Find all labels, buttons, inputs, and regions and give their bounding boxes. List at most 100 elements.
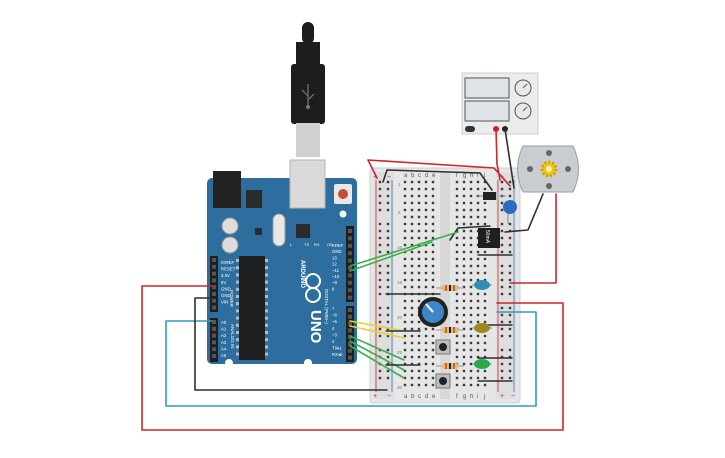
breadboard-hole[interactable] <box>483 341 487 345</box>
breadboard-hole[interactable] <box>476 376 480 380</box>
led-green[interactable] <box>472 359 492 369</box>
header-pin[interactable] <box>348 342 352 346</box>
breadboard-hole[interactable] <box>403 180 407 184</box>
breadboard-hole[interactable] <box>431 250 435 254</box>
wire-green-12[interactable] <box>349 241 433 272</box>
breadboard-hole[interactable] <box>483 257 487 261</box>
rail-hole[interactable] <box>508 222 512 226</box>
breadboard-hole[interactable] <box>469 194 473 198</box>
breadboard-hole[interactable] <box>469 187 473 191</box>
breadboard-hole[interactable] <box>455 271 459 275</box>
header-pin[interactable] <box>348 355 352 360</box>
rail-hole[interactable] <box>500 369 504 373</box>
rail-hole[interactable] <box>378 201 382 205</box>
breadboard-hole[interactable] <box>424 278 428 282</box>
breadboard-hole[interactable] <box>476 257 480 261</box>
breadboard-hole[interactable] <box>424 376 428 380</box>
breadboard-hole[interactable] <box>469 264 473 268</box>
breadboard-hole[interactable] <box>476 348 480 352</box>
dc-power-supply[interactable] <box>461 72 539 135</box>
breadboard-hole[interactable] <box>462 313 466 317</box>
breadboard-hole[interactable] <box>476 292 480 296</box>
rail-hole[interactable] <box>378 222 382 226</box>
breadboard-hole[interactable] <box>455 292 459 296</box>
header-pin[interactable] <box>348 229 352 233</box>
breadboard-hole[interactable] <box>403 376 407 380</box>
breadboard-hole[interactable] <box>417 341 421 345</box>
breadboard-hole[interactable] <box>431 278 435 282</box>
breadboard-hole[interactable] <box>455 383 459 387</box>
breadboard-hole[interactable] <box>476 320 480 324</box>
breadboard-hole[interactable] <box>455 376 459 380</box>
breadboard-hole[interactable] <box>403 236 407 240</box>
breadboard-hole[interactable] <box>403 306 407 310</box>
breadboard-hole[interactable] <box>462 271 466 275</box>
breadboard-hole[interactable] <box>417 334 421 338</box>
breadboard-hole[interactable] <box>462 201 466 205</box>
breadboard-hole[interactable] <box>469 271 473 275</box>
breadboard-hole[interactable] <box>410 383 414 387</box>
header-pin[interactable] <box>212 292 216 296</box>
rail-hole[interactable] <box>500 327 504 331</box>
breadboard-hole[interactable] <box>424 180 428 184</box>
breadboard-hole[interactable] <box>455 229 459 233</box>
breadboard-hole[interactable] <box>417 264 421 268</box>
rail-hole[interactable] <box>386 236 390 240</box>
breadboard-hole[interactable] <box>469 257 473 261</box>
rail-hole[interactable] <box>508 320 512 324</box>
breadboard-hole[interactable] <box>410 327 414 331</box>
breadboard-hole[interactable] <box>462 215 466 219</box>
breadboard-hole[interactable] <box>476 369 480 373</box>
rail-hole[interactable] <box>508 355 512 359</box>
rail-hole[interactable] <box>508 180 512 184</box>
breadboard-hole[interactable] <box>417 327 421 331</box>
wire-yellow-5[interactable] <box>349 325 405 339</box>
rail-hole[interactable] <box>378 187 382 191</box>
breadboard-hole[interactable] <box>462 243 466 247</box>
header-pin[interactable] <box>212 326 216 331</box>
header-pin[interactable] <box>212 340 216 345</box>
breadboard-hole[interactable] <box>417 320 421 324</box>
header-pin[interactable] <box>212 271 216 276</box>
breadboard-hole[interactable] <box>431 327 435 331</box>
breadboard-hole[interactable] <box>462 236 466 240</box>
breadboard-hole[interactable] <box>403 222 407 226</box>
breadboard-hole[interactable] <box>417 194 421 198</box>
breadboard-hole[interactable] <box>410 334 414 338</box>
breadboard-hole[interactable] <box>476 383 480 387</box>
rail-hole[interactable] <box>508 306 512 310</box>
breadboard-hole[interactable] <box>424 271 428 275</box>
breadboard-hole[interactable] <box>417 348 421 352</box>
breadboard-hole[interactable] <box>476 208 480 212</box>
breadboard-hole[interactable] <box>476 355 480 359</box>
breadboard-hole[interactable] <box>403 201 407 205</box>
breadboard-hole[interactable] <box>431 285 435 289</box>
breadboard-hole[interactable] <box>410 299 414 303</box>
analog-header[interactable] <box>210 318 218 362</box>
rail-hole[interactable] <box>386 376 390 380</box>
rail-hole[interactable] <box>508 369 512 373</box>
rail-hole[interactable] <box>378 208 382 212</box>
breadboard-hole[interactable] <box>424 285 428 289</box>
breadboard-hole[interactable] <box>431 334 435 338</box>
rail-hole[interactable] <box>378 264 382 268</box>
rail-hole[interactable] <box>386 306 390 310</box>
rail-hole[interactable] <box>386 355 390 359</box>
breadboard-hole[interactable] <box>417 355 421 359</box>
breadboard-hole[interactable] <box>483 320 487 324</box>
breadboard-hole[interactable] <box>469 201 473 205</box>
breadboard-hole[interactable] <box>403 264 407 268</box>
breadboard-hole[interactable] <box>455 334 459 338</box>
breadboard-hole[interactable] <box>403 320 407 324</box>
breadboard-hole[interactable] <box>462 285 466 289</box>
breadboard-hole[interactable] <box>469 355 473 359</box>
breadboard-hole[interactable] <box>417 250 421 254</box>
header-pin[interactable] <box>212 264 216 269</box>
breadboard-hole[interactable] <box>483 369 487 373</box>
rail-hole[interactable] <box>500 187 504 191</box>
breadboard-hole[interactable] <box>431 348 435 352</box>
rail-hole[interactable] <box>378 180 382 184</box>
breadboard-hole[interactable] <box>455 201 459 205</box>
breadboard-hole[interactable] <box>483 250 487 254</box>
breadboard-hole[interactable] <box>431 180 435 184</box>
